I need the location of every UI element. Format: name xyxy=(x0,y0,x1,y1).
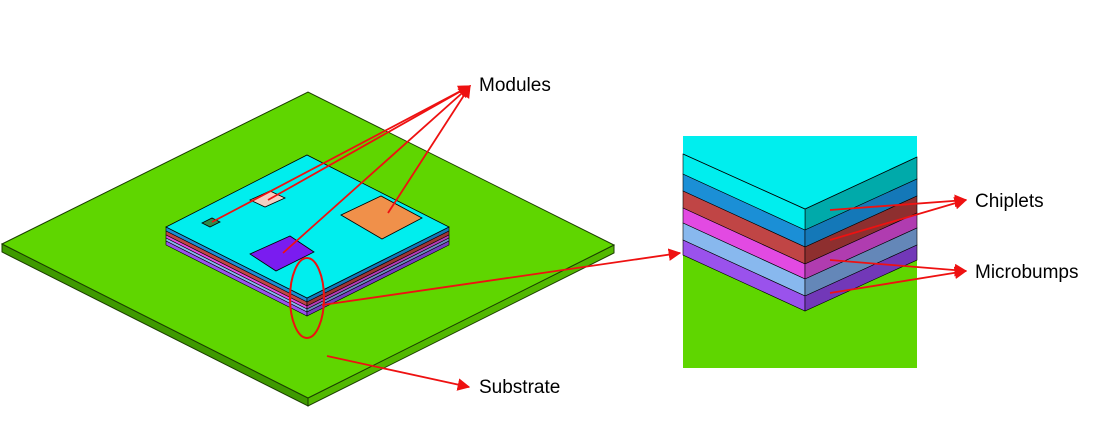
stack-edge-highlight xyxy=(289,257,325,339)
arrow-microbump-1 xyxy=(829,259,968,277)
stack-right-layer-5 xyxy=(306,240,450,317)
arrow-module-purple xyxy=(282,85,471,254)
chiplets-label: Chiplets xyxy=(975,191,1044,212)
arrow-substrate xyxy=(326,355,471,391)
substrate-label: Substrate xyxy=(479,377,560,398)
inset-top-face xyxy=(683,136,917,209)
arrow-module-orange xyxy=(387,84,471,214)
chiplet-top-face xyxy=(165,154,450,299)
arrow-zoom xyxy=(321,248,682,306)
arrow-module-pink xyxy=(267,85,472,201)
module-purple xyxy=(249,235,315,272)
microbumps-label: Microbumps xyxy=(975,262,1078,283)
zoom-inset xyxy=(682,136,918,368)
modules-label: Modules xyxy=(479,75,551,96)
callout-arrows xyxy=(211,84,968,391)
arrow-microbump-2 xyxy=(829,266,968,294)
inset-right-layer-5 xyxy=(804,244,918,312)
chiplet-stack xyxy=(165,154,450,317)
arrow-chiplet-2 xyxy=(829,197,968,241)
inset-top-edge xyxy=(682,153,918,210)
module-orange xyxy=(340,195,423,240)
arrow-module-green xyxy=(211,85,472,223)
arrow-chiplet-1 xyxy=(829,194,968,211)
